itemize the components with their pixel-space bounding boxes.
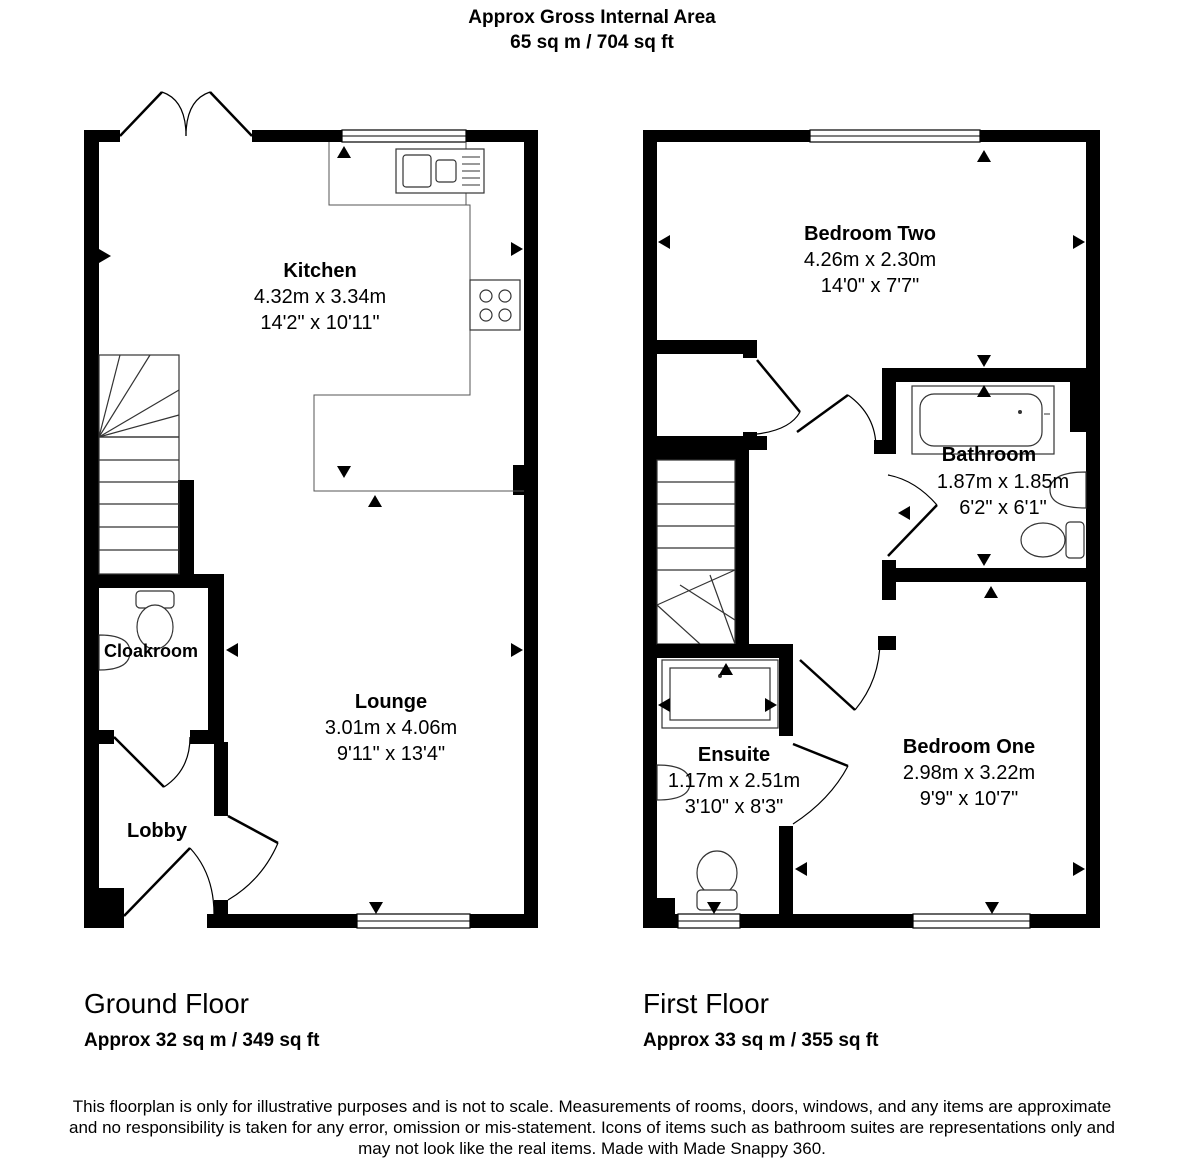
kitchen-label: Kitchen [283,260,356,282]
ensuite-toilet-icon [696,850,738,911]
lounge-imperial: 9'11" x 13'4" [337,743,445,765]
gross-area-title: Approx Gross Internal Area [468,7,716,28]
measurement-arrows-first [658,150,1085,914]
ensuite-door-icon [792,742,849,825]
bedroom-one-label: Bedroom One [903,736,1035,758]
floorplan-canvas: Approx Gross Internal Area 65 sq m / 704… [84,7,1100,1051]
cupboard-door-icon [756,359,801,435]
ground-floor-plan: Kitchen 4.32m x 3.34m 14'2" x 10'11" Lou… [84,91,538,929]
ground-floor-area: Approx 32 sq m / 349 sq ft [84,1030,320,1051]
bathroom-label: Bathroom [942,444,1036,466]
ground-floor-title: Ground Floor [84,988,249,1019]
first-stairs-icon [656,459,736,645]
hob-icon [469,279,521,331]
bedroom-two-metric: 4.26m x 2.30m [804,249,936,271]
first-floor-plan: Bedroom Two 4.26m x 2.30m 14'0" x 7'7" B… [643,129,1100,929]
sink-icon [395,148,485,194]
bedroom-two-label: Bedroom Two [804,223,936,245]
disclaimer-line: and no responsibility is taken for any e… [69,1118,1115,1137]
ground-stairs-icon [98,354,180,575]
bath-icon [911,385,1055,455]
bathroom-metric: 1.87m x 1.85m [937,471,1069,493]
bathroom-door-icon [887,474,938,557]
disclaimer: This floorplan is only for illustrative … [0,1096,1184,1159]
bathroom-imperial: 6'2" x 6'1" [959,497,1046,519]
first-floor-area: Approx 33 sq m / 355 sq ft [643,1030,879,1051]
measurement-arrows [99,146,523,914]
gross-area-value: 65 sq m / 704 sq ft [510,32,674,53]
ensuite-metric: 1.17m x 2.51m [668,770,800,792]
bedroom-one-door-icon [799,639,881,711]
lounge-door-icon [227,814,279,901]
cloakroom-label: Cloakroom [104,641,198,661]
bathroom-basin-icon [1049,471,1087,509]
ensuite-label: Ensuite [698,744,770,766]
disclaimer-line: may not look like the real items. Made w… [358,1139,826,1158]
bedroom-one-metric: 2.98m x 3.22m [903,762,1035,784]
bathroom-toilet-icon [1020,521,1085,559]
ensuite-imperial: 3'10" x 8'3" [685,796,784,818]
cloakroom-basin-icon [98,634,131,671]
bedroom-one-imperial: 9'9" x 10'7" [920,788,1019,810]
lobby-label: Lobby [127,820,188,842]
lounge-label: Lounge [355,691,427,713]
ensuite-basin-icon [656,764,691,801]
lounge-metric: 3.01m x 4.06m [325,717,457,739]
landing-door-icon [796,393,877,449]
cloakroom-toilet-icon [135,590,175,650]
french-doors-icon [119,91,253,137]
kitchen-imperial: 14'2" x 10'11" [260,312,379,334]
shower-tray-icon [661,659,779,729]
disclaimer-line: This floorplan is only for illustrative … [72,1097,1112,1116]
cloakroom-door-icon [113,736,191,788]
kitchen-metric: 4.32m x 3.34m [254,286,386,308]
first-floor-title: First Floor [643,988,769,1019]
bedroom-two-imperial: 14'0" x 7'7" [821,275,920,297]
front-door-icon [123,847,215,917]
